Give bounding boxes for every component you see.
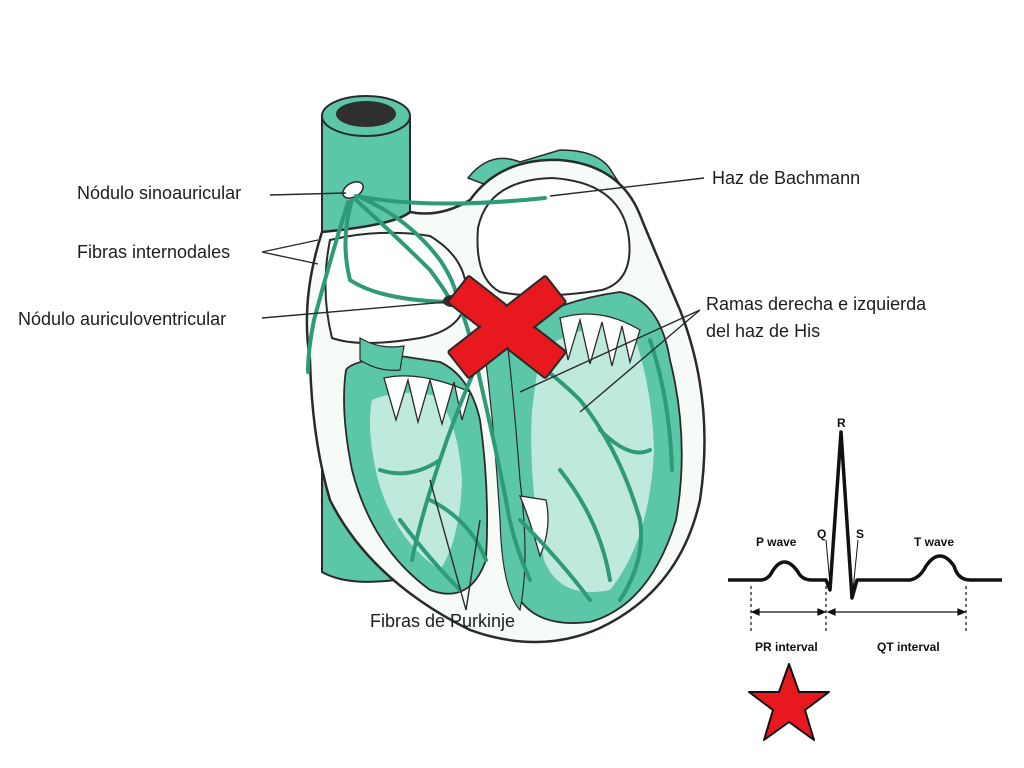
ecg-label-p-wave: P wave xyxy=(756,535,797,549)
interval-arrows xyxy=(750,608,967,616)
label-internodal-fibers: Fibras internodales xyxy=(77,242,230,262)
right-ventricle-light xyxy=(370,392,462,570)
superior-vena-cava xyxy=(321,95,411,233)
ecg-label-q: Q xyxy=(817,527,826,541)
av-region xyxy=(359,336,405,371)
right-atrium xyxy=(324,231,468,344)
label-sinoatrial-node: Nódulo sinoauricular xyxy=(77,183,241,203)
ecg-trace xyxy=(728,430,1002,600)
ecg-label-s: S xyxy=(856,527,864,541)
leader-lines xyxy=(261,177,705,611)
label-purkinje-fibers: Fibras de Purkinje xyxy=(370,611,515,631)
label-his-branches-line2: del haz de His xyxy=(706,321,820,341)
heart-illustration xyxy=(305,95,706,644)
ecg-diagram: R Q S P wave T wave PR interval QT inter… xyxy=(728,416,1002,654)
ecg-label-qt-interval: QT interval xyxy=(877,640,940,654)
heart-labels: Nódulo sinoauricular Fibras internodales… xyxy=(18,168,927,631)
heart-valves xyxy=(383,313,641,558)
ecg-label-r: R xyxy=(837,416,846,430)
label-av-node: Nódulo auriculoventricular xyxy=(18,309,226,329)
interval-markers xyxy=(750,586,967,632)
ecg-label-t-wave: T wave xyxy=(914,535,954,549)
label-his-branches-line1: Ramas derecha e izquierda xyxy=(706,294,927,314)
ecg-label-pr-interval: PR interval xyxy=(755,640,818,654)
x-cross-icon xyxy=(447,275,567,379)
label-bachmann-bundle: Haz de Bachmann xyxy=(712,168,860,188)
star-icon xyxy=(748,663,830,741)
left-atrium xyxy=(476,176,631,297)
left-ventricle-light xyxy=(531,324,654,592)
